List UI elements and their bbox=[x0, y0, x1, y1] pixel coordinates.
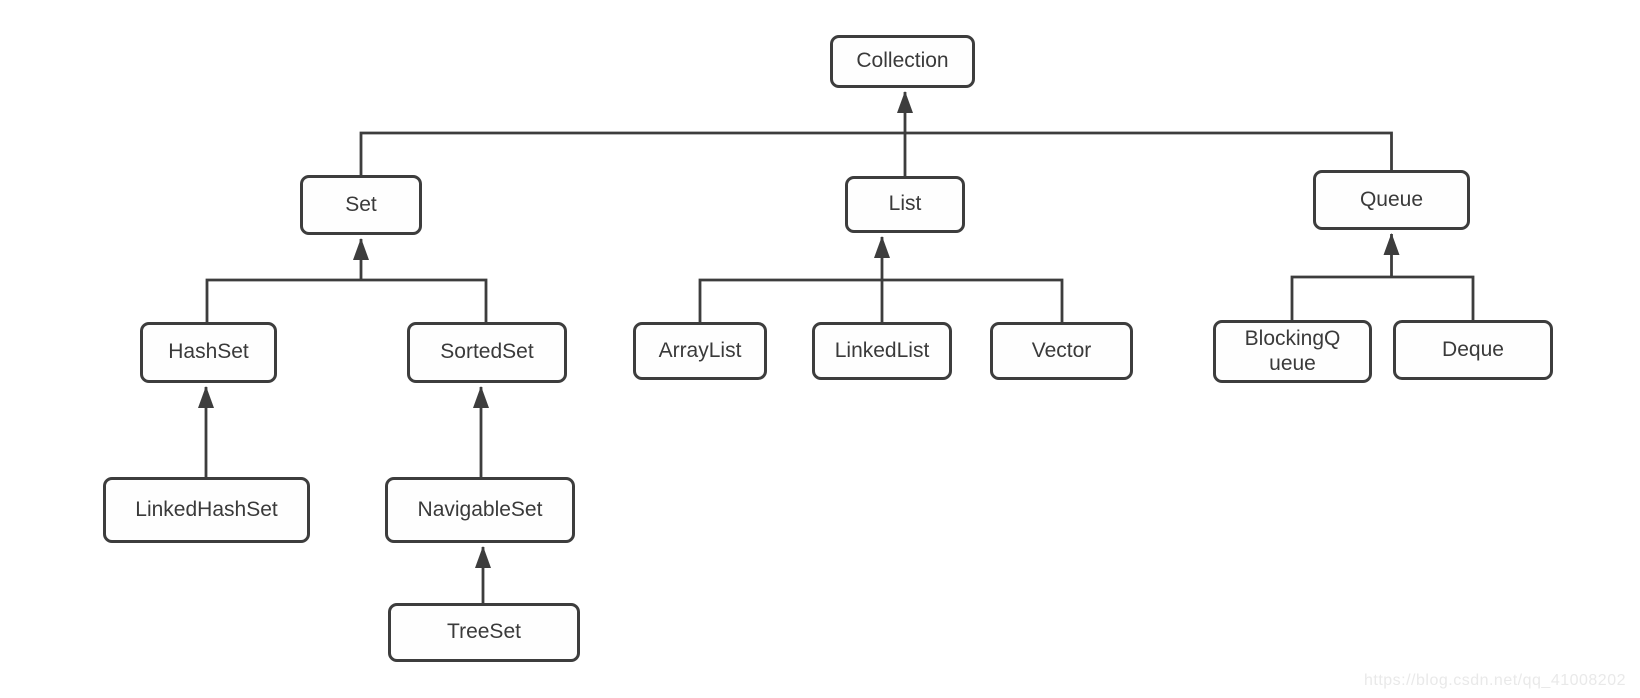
node-label: SortedSet bbox=[440, 340, 534, 364]
node-navigableset: NavigableSet bbox=[385, 477, 575, 543]
node-label: Collection bbox=[856, 49, 949, 73]
edge-bus-queue-children bbox=[1290, 275, 1475, 320]
node-sortedset: SortedSet bbox=[407, 322, 567, 383]
node-label: List bbox=[888, 192, 922, 216]
node-vector: Vector bbox=[990, 322, 1133, 380]
node-label: ArrayList bbox=[658, 338, 742, 362]
node-label: BlockingQueue bbox=[1244, 327, 1341, 375]
node-label: Vector bbox=[1031, 338, 1092, 362]
node-list: List bbox=[845, 176, 965, 233]
node-label: TreeSet bbox=[447, 620, 521, 644]
node-deque: Deque bbox=[1393, 320, 1553, 380]
node-queue: Queue bbox=[1313, 170, 1470, 230]
node-linkedlist: LinkedList bbox=[812, 322, 952, 380]
node-blockingqueue: BlockingQueue bbox=[1213, 320, 1372, 383]
node-arraylist: ArrayList bbox=[633, 322, 767, 380]
edge-bus-top bbox=[359, 131, 1393, 175]
node-collection: Collection bbox=[830, 35, 975, 88]
node-label: Queue bbox=[1359, 187, 1424, 211]
node-label: LinkedHashSet bbox=[135, 497, 278, 521]
edge-bus-set-children bbox=[205, 278, 488, 322]
node-label: HashSet bbox=[168, 340, 249, 364]
node-set: Set bbox=[300, 175, 422, 235]
node-treeset: TreeSet bbox=[388, 603, 580, 662]
node-label: NavigableSet bbox=[417, 497, 543, 521]
node-label: LinkedList bbox=[834, 338, 930, 362]
node-hashset: HashSet bbox=[140, 322, 277, 383]
watermark-text: https://blog.csdn.net/qq_41008202 bbox=[1363, 672, 1626, 689]
node-label: Set bbox=[345, 192, 377, 216]
node-linkedhashset: LinkedHashSet bbox=[103, 477, 310, 543]
node-label: Deque bbox=[1442, 337, 1504, 361]
